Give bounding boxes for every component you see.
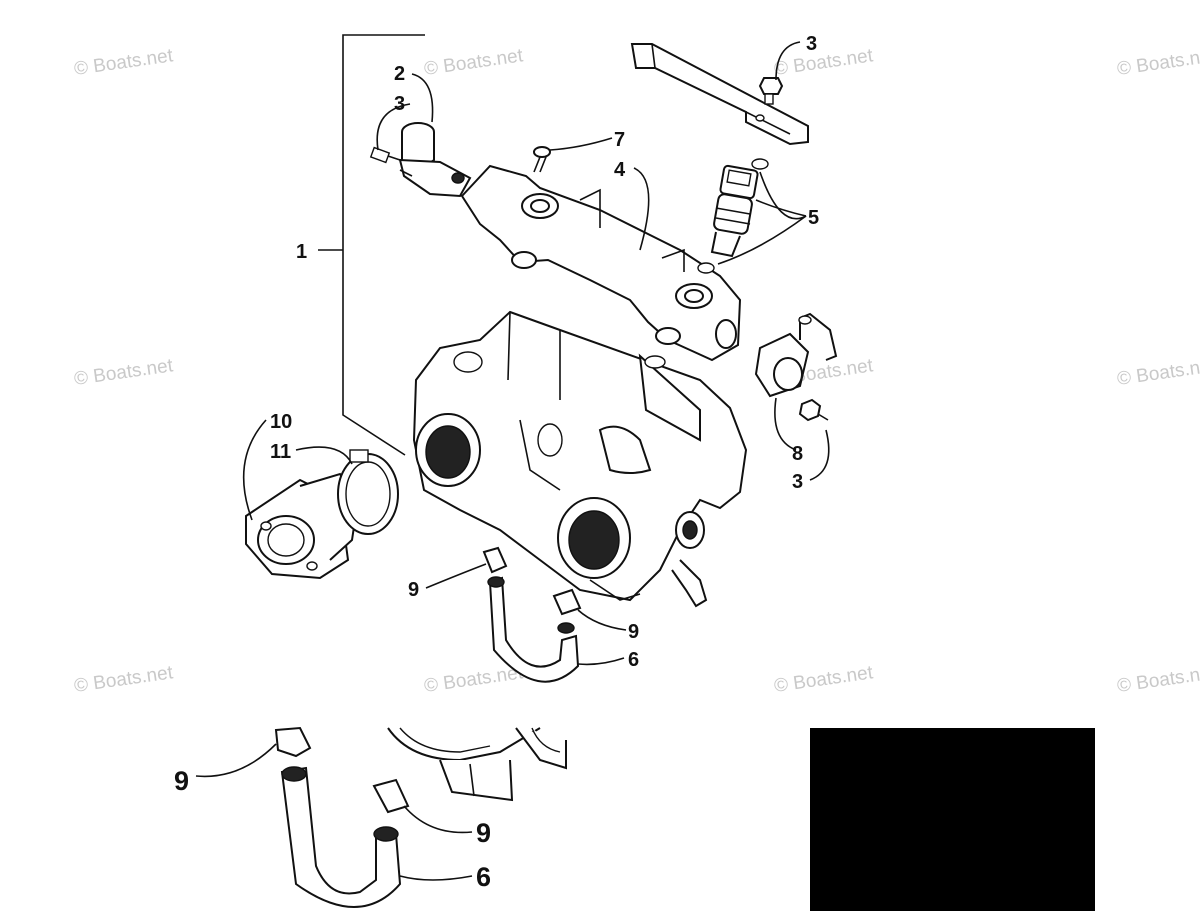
watermark: © Boats.net — [1116, 45, 1200, 80]
detail-callout-9: 9 — [174, 766, 189, 796]
watermark: © Boats.net — [73, 355, 175, 390]
pressure-regulator — [369, 122, 472, 198]
watermark: © Boats.net — [73, 45, 175, 80]
callout-11: 11 — [270, 441, 291, 463]
callout-6: 6 — [628, 649, 639, 671]
callout-3: 3 — [792, 471, 803, 493]
callout-9: 9 — [628, 621, 639, 643]
callout-3: 3 — [394, 93, 405, 115]
watermark: © Boats.net — [773, 45, 875, 80]
callout-7: 7 — [614, 129, 625, 151]
sensor-8 — [754, 312, 838, 422]
hose-assembly — [482, 546, 582, 683]
callout-3: 3 — [806, 33, 817, 55]
intake-boot — [245, 449, 399, 580]
watermark: © Boats.net — [73, 662, 175, 697]
callout-4: 4 — [614, 159, 626, 181]
detail-callout-6: 6 — [476, 862, 491, 892]
callout-9: 9 — [408, 579, 419, 601]
detail-callout-9: 9 — [476, 818, 491, 848]
watermark: © Boats.net — [1116, 662, 1200, 697]
watermark: © Boats.net — [423, 662, 525, 697]
callout-2: 2 — [394, 63, 405, 85]
throttle-body — [412, 310, 748, 608]
callout-10: 10 — [270, 411, 292, 433]
rail-cover-plate — [630, 43, 809, 146]
watermark: © Boats.net — [423, 45, 525, 80]
callout-8: 8 — [792, 443, 803, 465]
leader-lines — [242, 41, 830, 666]
callout-1: 1 — [296, 241, 307, 263]
detail-view: 9 9 6 — [174, 726, 567, 908]
watermark: © Boats.net — [1116, 355, 1200, 390]
bolt-top-right — [758, 77, 784, 105]
assembly-bracket — [318, 34, 425, 456]
black-block — [810, 728, 1095, 911]
watermark: © Boats.net — [773, 662, 875, 697]
callout-5: 5 — [808, 207, 819, 229]
screw-7 — [533, 146, 551, 173]
fuel-injector — [697, 158, 769, 274]
fuel-rail — [460, 164, 742, 362]
callouts: 1 2 3 3 7 4 5 8 3 10 11 9 9 6 — [270, 33, 819, 671]
